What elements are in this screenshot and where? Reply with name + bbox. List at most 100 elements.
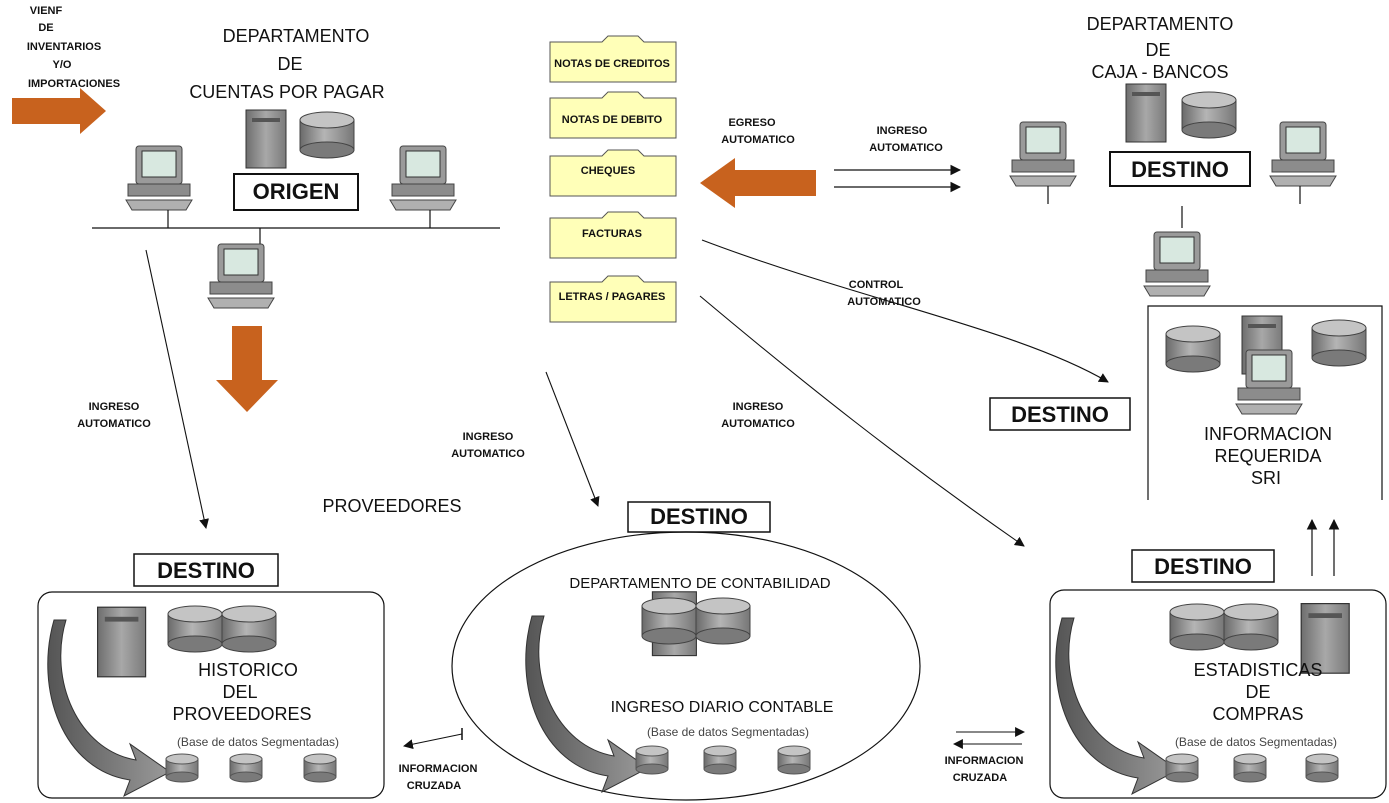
control-label: CONTROL AUTOMATICO: [847, 279, 921, 308]
svg-text:INVENTARIOS: INVENTARIOS: [27, 41, 101, 53]
svg-text:INFORMACION: INFORMACION: [1204, 424, 1332, 444]
ingreso-mid-label: INGRESO AUTOMATICO: [451, 431, 525, 460]
database-icon: [165, 753, 199, 783]
svg-text:REQUERIDA: REQUERIDA: [1214, 446, 1321, 466]
database-icon: [229, 753, 263, 783]
estadisticas-title: ESTADISTICAS DE COMPRAS: [1194, 660, 1323, 724]
origin-dept-title: DEPARTAMENTO DE CUENTAS POR PAGAR: [189, 26, 384, 102]
database-icon: [1165, 753, 1199, 783]
doc-notas-debito: NOTAS DE DEBITO: [562, 114, 663, 126]
ingreso-right-label: INGRESO AUTOMATICO: [721, 401, 795, 430]
documents-stack: NOTAS DE CREDITOS NOTAS DE DEBITO CHEQUE…: [549, 35, 677, 323]
svg-text:DE: DE: [277, 54, 302, 74]
down-arrow: [216, 326, 278, 412]
database-icon: [703, 745, 737, 775]
database-icon: [299, 111, 355, 159]
doc-facturas: FACTURAS: [582, 228, 642, 240]
estadisticas-badge: DESTINO: [1131, 549, 1275, 583]
historico-box: [37, 591, 385, 799]
egreso-label: EGRESO AUTOMATICO: [721, 117, 795, 146]
proveedores-label: PROVEEDORES: [322, 496, 461, 516]
database-icon: [635, 745, 669, 775]
svg-text:VIENF: VIENF: [30, 5, 63, 17]
cruzada-left-arrow: [403, 733, 463, 750]
server-icon: [1125, 83, 1167, 143]
svg-text:DE: DE: [1245, 682, 1270, 702]
svg-text:DESTINO: DESTINO: [1131, 157, 1229, 182]
doc-notas-credito: NOTAS DE CREDITOS: [554, 58, 670, 70]
cruzada-right-label: INFORMACION CRUZADA: [945, 755, 1024, 784]
historico-badge: DESTINO: [133, 553, 279, 587]
svg-text:DEL: DEL: [222, 682, 257, 702]
svg-text:AUTOMATICO: AUTOMATICO: [869, 142, 943, 154]
svg-text:CAJA - BANCOS: CAJA - BANCOS: [1091, 62, 1228, 82]
svg-text:INGRESO: INGRESO: [463, 431, 514, 443]
contabilidad-title: DEPARTAMENTO DE CONTABILIDAD: [569, 575, 830, 592]
svg-text:INFORMACION: INFORMACION: [945, 755, 1024, 767]
svg-text:IMPORTACIONES: IMPORTACIONES: [28, 78, 120, 90]
contabilidad-ellipse: [451, 531, 921, 801]
caja-dept-title: DEPARTAMENTO DE CAJA - BANCOS: [1087, 14, 1234, 82]
origin-badge: ORIGEN: [233, 173, 359, 211]
cruzada-right-arrows: [953, 727, 1025, 749]
svg-text:CRUZADA: CRUZADA: [407, 780, 461, 792]
database-icon: [1223, 603, 1279, 651]
ingreso-caja-arrows: [834, 164, 962, 193]
cruzada-left-label: INFORMACION CRUZADA: [399, 763, 478, 792]
historico-title: HISTORICO DEL PROVEEDORES: [172, 660, 311, 724]
database-icon: [303, 753, 337, 783]
estadisticas-db-label: (Base de datos Segmentadas): [1175, 735, 1337, 749]
contabilidad-db-label: (Base de datos Segmentadas): [647, 725, 809, 739]
server-icon: [97, 606, 147, 678]
svg-text:DESTINO: DESTINO: [1154, 554, 1252, 579]
svg-text:DE: DE: [38, 22, 53, 34]
server-icon: [245, 109, 287, 169]
database-icon: [641, 597, 697, 645]
svg-text:DESTINO: DESTINO: [650, 504, 748, 529]
svg-text:CUENTAS POR PAGAR: CUENTAS POR PAGAR: [189, 82, 384, 102]
database-icon: [1181, 91, 1237, 139]
svg-text:SRI: SRI: [1251, 468, 1281, 488]
ingreso-right-arrow: [699, 295, 1025, 547]
database-icon: [1305, 753, 1339, 783]
computer-icon: [207, 243, 275, 309]
svg-text:CONTROL: CONTROL: [849, 279, 904, 291]
svg-text:ESTADISTICAS: ESTADISTICAS: [1194, 660, 1323, 680]
contabilidad-subtitle: INGRESO DIARIO CONTABLE: [611, 699, 834, 716]
database-icon: [221, 605, 277, 653]
egreso-arrow: [700, 158, 816, 208]
database-icon: [1233, 753, 1267, 783]
sri-up-arrows: [1306, 518, 1340, 576]
svg-text:COMPRAS: COMPRAS: [1212, 704, 1303, 724]
curved-arrow-icon: [1055, 617, 1179, 795]
database-icon: [695, 597, 751, 645]
contabilidad-badge: DESTINO: [627, 501, 771, 533]
svg-text:DEPARTAMENTO: DEPARTAMENTO: [1087, 14, 1234, 34]
computer-icon: [1009, 121, 1077, 187]
svg-text:CRUZADA: CRUZADA: [953, 772, 1007, 784]
ingreso-caja-label: INGRESO AUTOMATICO: [869, 125, 943, 154]
svg-text:Y/O: Y/O: [53, 59, 72, 71]
svg-text:EGRESO: EGRESO: [728, 117, 776, 129]
ingreso-left-label: INGRESO AUTOMATICO: [77, 401, 151, 430]
svg-text:AUTOMATICO: AUTOMATICO: [721, 134, 795, 146]
database-icon: [1169, 603, 1225, 651]
svg-text:DE: DE: [1145, 40, 1170, 60]
import-label: VIENF DE INVENTARIOS Y/O IMPORTACIONES: [27, 5, 120, 90]
historico-db-label: (Base de datos Segmentadas): [177, 735, 339, 749]
estadisticas-box: [1049, 589, 1387, 799]
control-arrow: [701, 239, 1109, 383]
destino-sri-badge: DESTINO: [989, 397, 1131, 431]
svg-text:AUTOMATICO: AUTOMATICO: [847, 296, 921, 308]
doc-cheques: CHEQUES: [581, 165, 635, 177]
computer-icon: [389, 145, 457, 211]
database-icon: [167, 605, 223, 653]
sri-box: INFORMACION REQUERIDA SRI: [1147, 305, 1383, 500]
svg-text:INFORMACION: INFORMACION: [399, 763, 478, 775]
svg-text:DESTINO: DESTINO: [157, 558, 255, 583]
svg-text:INGRESO: INGRESO: [733, 401, 784, 413]
doc-letras-pagares: LETRAS / PAGARES: [559, 291, 666, 303]
caja-badge: DESTINO: [1109, 151, 1251, 187]
ingreso-left-arrow: [145, 249, 209, 529]
